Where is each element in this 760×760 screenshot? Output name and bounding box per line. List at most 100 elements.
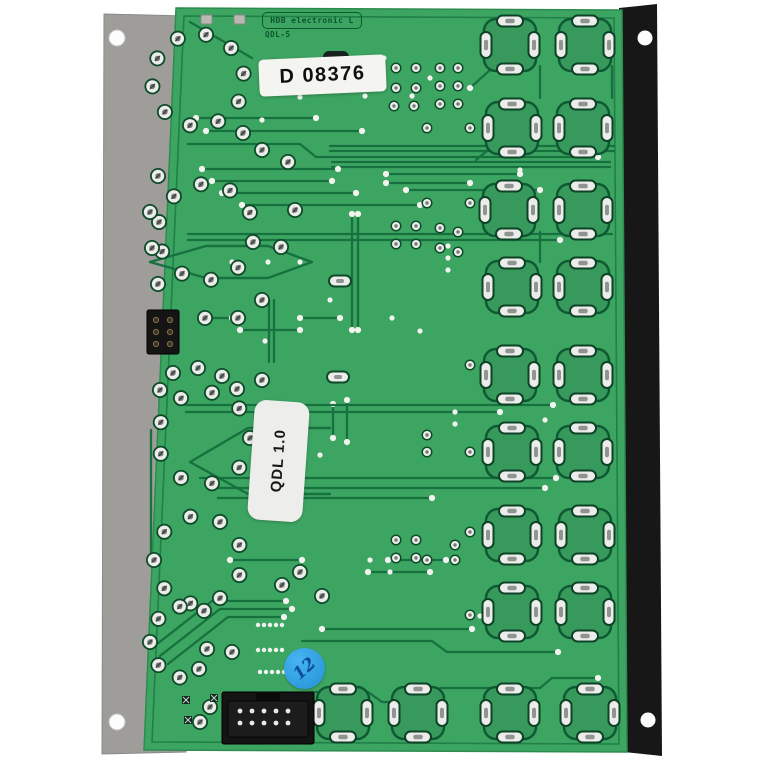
idc-notch: [256, 692, 280, 701]
trace-end-via: [468, 625, 476, 633]
dot-row-dot: [257, 669, 263, 675]
dot-row-dot: [267, 622, 273, 628]
dot-row-dot: [261, 647, 267, 653]
trace-end-via: [282, 597, 290, 605]
header-pin: [152, 340, 160, 348]
trace-end-via: [208, 177, 216, 185]
copper-trace: [158, 607, 294, 658]
trace-end-via: [354, 326, 362, 334]
dot-row-dot: [263, 669, 269, 675]
via-dot: [262, 338, 268, 344]
dot-row-dot: [279, 622, 285, 628]
trace-end-via: [552, 474, 560, 482]
header-pin: [152, 328, 160, 336]
silkscreen-brand-text: HDB electronic L: [270, 16, 354, 25]
trace-end-via: [358, 127, 366, 135]
trace-end-via: [343, 438, 351, 446]
front-panel: [619, 4, 662, 756]
copper-trace: [166, 615, 286, 666]
trace-end-via: [280, 613, 288, 621]
copper-trace: [468, 68, 492, 90]
trace-end-via: [198, 165, 206, 173]
via-dot: [409, 93, 415, 99]
silkscreen-brand-box: HDB electronic L: [262, 12, 362, 29]
via-dot: [417, 328, 423, 334]
idc-pin: [249, 720, 255, 726]
trace-end-via: [336, 314, 344, 322]
idc-pin: [237, 708, 243, 714]
trace-end-via: [594, 674, 602, 682]
dot-row-dot: [267, 647, 273, 653]
top-edge-part: [200, 14, 213, 25]
trace-end-via: [296, 314, 304, 322]
trace-end-via: [226, 556, 234, 564]
idc-pin: [285, 708, 291, 714]
trace-end-via: [288, 605, 296, 613]
top-edge-part: [233, 14, 246, 25]
via-dot: [297, 259, 303, 265]
dot-row-dot: [275, 669, 281, 675]
trace-end-via: [348, 326, 356, 334]
trace-end-via: [382, 170, 390, 178]
via-dot: [327, 297, 333, 303]
trace-end-via: [466, 84, 474, 92]
idc-pin: [261, 720, 267, 726]
via-dot: [452, 421, 458, 427]
copper-trace: [300, 639, 560, 654]
trace-end-via: [382, 179, 390, 187]
via-dot: [445, 243, 451, 249]
via-dot: [387, 569, 393, 575]
trace-end-via: [312, 114, 320, 122]
trace-end-via: [364, 568, 372, 576]
trace-end-via: [549, 401, 557, 409]
trace-end-via: [348, 210, 356, 218]
trace-end-via: [334, 165, 342, 173]
bracket-screw-hole: [108, 29, 126, 47]
panel-screw-hole: [637, 30, 653, 46]
trace-end-via: [516, 170, 524, 178]
silkscreen-model-text: QDL-5: [265, 30, 291, 39]
trace-end-via: [536, 186, 544, 194]
trace-end-via: [328, 177, 336, 185]
trace-end-via: [202, 127, 210, 135]
handwritten-number: 12: [289, 653, 320, 684]
dot-row-dot: [273, 647, 279, 653]
trace-end-via: [352, 189, 360, 197]
idc-pin: [273, 720, 279, 726]
dot-row-dot: [255, 647, 261, 653]
idc-pin: [237, 720, 243, 726]
via-dot: [297, 327, 303, 333]
blue-inspection-dot-sticker: 12: [284, 648, 325, 689]
pcb-border-trace: [151, 15, 620, 745]
serial-number-text: D 08376: [278, 62, 366, 88]
header-pin: [166, 340, 174, 348]
copper-trace: [188, 20, 254, 60]
via-dot: [445, 255, 451, 261]
trace-end-via: [343, 396, 351, 404]
bracket-screw-hole: [108, 713, 126, 731]
via-dot: [367, 557, 373, 563]
trace-end-via: [236, 326, 244, 334]
via-dot: [317, 452, 323, 458]
header-pin: [166, 328, 174, 336]
idc-pin: [249, 708, 255, 714]
idc-pin: [285, 720, 291, 726]
trace-end-via: [426, 568, 434, 576]
dot-row-dot: [279, 647, 285, 653]
via-dot: [389, 315, 395, 321]
via-dot: [427, 75, 433, 81]
header-pin: [166, 316, 174, 324]
trace-end-via: [556, 236, 564, 244]
trace-end-via: [541, 484, 549, 492]
copper-trace: [150, 599, 288, 650]
trace-end-via: [466, 179, 474, 187]
via-dot: [452, 409, 458, 415]
trace-end-via: [442, 556, 450, 564]
trace-end-via: [329, 434, 337, 442]
via-dot: [542, 417, 548, 423]
pin-header: [146, 309, 180, 355]
version-sticker: QDL 1.0: [246, 399, 311, 523]
dot-row-dot: [261, 622, 267, 628]
